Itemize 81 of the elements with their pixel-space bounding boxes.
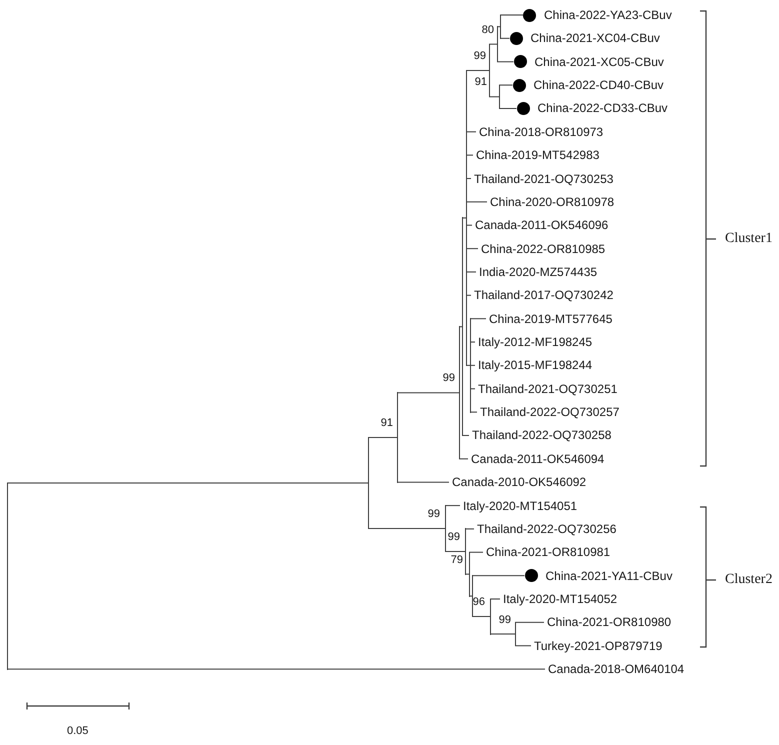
tree-branch xyxy=(468,552,484,553)
bootstrap-value: 96 xyxy=(472,596,485,610)
taxon-label: Thailand-2017-OQ730242 xyxy=(474,288,614,302)
taxon-label: Canada-2018-OM640104 xyxy=(548,662,684,676)
taxon-label: Thailand-2022-OQ730257 xyxy=(480,405,620,420)
taxon-label: China-2020-OR810978 xyxy=(490,194,614,209)
cluster-label: Cluster1 xyxy=(725,231,772,247)
tree-node-line xyxy=(444,505,446,552)
taxon-label: China-2019-MT577645 xyxy=(489,312,612,326)
tree-node-line xyxy=(6,482,8,670)
taxon-label: Canada-2011-OK546094 xyxy=(471,452,604,466)
taxon-label: Thailand-2022-OQ730258 xyxy=(472,428,612,442)
bootstrap-value: 99 xyxy=(448,531,460,544)
tree-branch xyxy=(444,551,466,552)
tree-branch xyxy=(466,131,476,132)
scale-value: 0.05 xyxy=(67,724,88,738)
tree-node-line xyxy=(496,26,498,62)
tree-branch xyxy=(368,528,446,530)
bootstrap-value: 99 xyxy=(428,508,440,522)
tree-branch xyxy=(472,575,525,576)
tree-branch xyxy=(458,458,468,460)
tree-branch xyxy=(470,318,486,320)
tree-branch xyxy=(396,392,460,394)
taxon-label: China-2021-OR810980 xyxy=(547,615,672,630)
taxon-label: China-2022-CD33-CBuv xyxy=(538,101,668,116)
taxon-label: Italy-2012-MF198245 xyxy=(478,335,592,350)
tree-branch xyxy=(444,505,460,506)
tree-branch xyxy=(488,96,500,98)
tree-branch xyxy=(500,38,510,39)
tree-branch xyxy=(488,44,498,45)
tree-branch xyxy=(466,271,476,272)
tree-node-line xyxy=(498,84,500,109)
taxon-label: Thailand-2021-OQ730251 xyxy=(478,382,618,396)
tree-branch xyxy=(368,436,398,438)
taxon-label: Thailand-2021-OQ730253 xyxy=(474,172,614,186)
taxon-label: China-2019-MT542983 xyxy=(476,148,600,162)
tree-branch xyxy=(396,482,450,483)
cluster-label: Cluster2 xyxy=(725,572,772,588)
tree-branch xyxy=(514,622,544,623)
tree-node-line xyxy=(468,552,470,597)
taxon-label: China-2021-XC04-CBuv xyxy=(530,31,660,46)
tree-branch xyxy=(498,84,513,86)
tree-branch xyxy=(466,70,490,71)
taxon-label: China-2022-YA23-CBuv xyxy=(544,8,672,22)
tree-branch xyxy=(6,482,368,484)
taxon-label: Italy-2020-MT154052 xyxy=(503,592,618,606)
bootstrap-value: 79 xyxy=(450,554,463,567)
tree-branch xyxy=(514,645,532,646)
bootstrap-value: 91 xyxy=(474,76,487,89)
tree-branch xyxy=(498,108,517,109)
tree-node-line xyxy=(458,326,460,460)
taxon-label: Turkey-2021-OP879719 xyxy=(534,638,662,653)
taxon-label: Italy-2020-MT154051 xyxy=(463,498,578,513)
tree-branch xyxy=(466,201,488,202)
tree-node-line xyxy=(514,622,516,646)
taxon-label: Canada-2011-OK546096 xyxy=(475,218,608,232)
bootstrap-value: 80 xyxy=(482,24,494,37)
taxon-label: Italy-2015-MF198244 xyxy=(478,358,592,372)
tree-branch xyxy=(500,14,524,16)
taxon-label: Canada-2010-OK546092 xyxy=(452,475,586,490)
tree-branch xyxy=(466,248,478,250)
tree-branch xyxy=(472,616,490,618)
tree-branch xyxy=(496,61,514,62)
taxon-label: India-2020-MZ574435 xyxy=(479,264,598,279)
taxon-label: China-2021-XC05-CBuv xyxy=(534,54,664,69)
bootstrap-value: 99 xyxy=(498,614,511,627)
taxon-label: China-2018-OR810973 xyxy=(479,124,604,139)
tree-node-line xyxy=(396,392,398,483)
bootstrap-value: 99 xyxy=(442,372,455,386)
bootstrap-value: 99 xyxy=(474,50,486,63)
bootstrap-value: 91 xyxy=(380,416,393,430)
taxon-label: China-2022-OR810985 xyxy=(481,242,606,256)
tree-branch xyxy=(490,598,500,600)
tree-branch xyxy=(490,634,516,635)
taxon-label: China-2021-YA11-CBuv xyxy=(546,568,672,583)
taxon-label: Thailand-2022-OQ730256 xyxy=(477,522,616,536)
tree-node-line xyxy=(464,528,466,575)
taxon-label: China-2021-OR810981 xyxy=(486,545,610,560)
taxon-label: China-2022-CD40-CBuv xyxy=(534,78,664,92)
tree-node-line xyxy=(488,44,490,98)
tree-branch xyxy=(6,668,546,670)
